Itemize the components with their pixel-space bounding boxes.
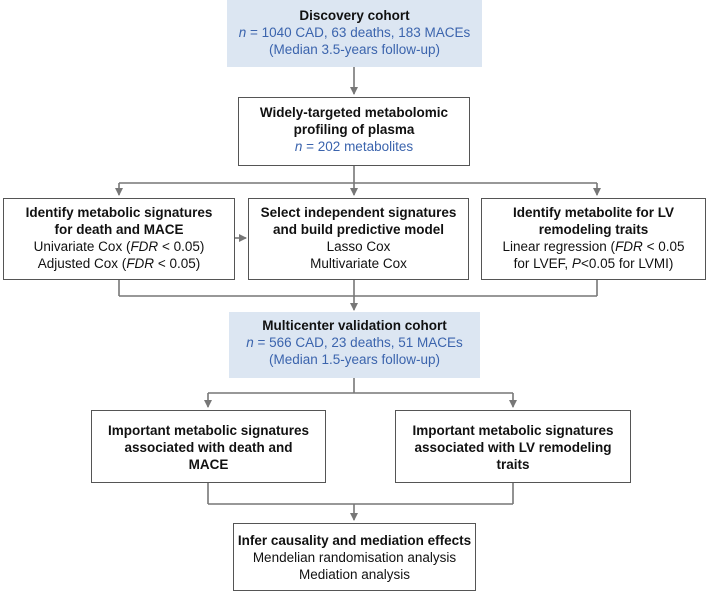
discovery-title: Discovery cohort	[299, 8, 410, 23]
important-death-line-1: Important metabolic signatures	[107, 423, 310, 438]
identify-title-2: for death and MACE	[54, 222, 184, 237]
profiling-box: Widely-targeted metabolomic profiling of…	[238, 97, 470, 166]
validation-followup: (Median 1.5-years follow-up)	[268, 352, 441, 367]
profiling-stats: n = 202 metabolites	[294, 139, 414, 154]
discovery-followup: (Median 3.5-years follow-up)	[268, 42, 441, 57]
important-death-line-3: MACE	[188, 457, 229, 472]
identify-line-1: Univariate Cox (FDR < 0.05)	[33, 239, 205, 254]
lv-title-2: remodeling traits	[538, 222, 649, 237]
discovery-stats: n = 1040 CAD, 63 deaths, 183 MACEs	[238, 25, 471, 40]
identify-line-2: Adjusted Cox (FDR < 0.05)	[37, 256, 201, 271]
select-line-2: Multivariate Cox	[310, 256, 407, 271]
identify-title-1: Identify metabolic signatures	[25, 205, 213, 220]
lv-line-2: for LVEF, P<0.05 for LVMI)	[513, 256, 674, 271]
select-title-2: and build predictive model	[272, 222, 445, 237]
important-lv-line-3: traits	[496, 457, 530, 472]
validation-cohort-box: Multicenter validation cohort n = 566 CA…	[229, 312, 480, 378]
select-signatures-box: Select independent signatures and build …	[248, 198, 469, 280]
causality-line-2: Mediation analysis	[298, 567, 411, 582]
profiling-title-1: Widely-targeted metabolomic	[259, 105, 449, 120]
select-title-1: Select independent signatures	[260, 205, 457, 220]
important-death-box: Important metabolic signatures associate…	[91, 410, 326, 483]
causality-title: Infer causality and mediation effects	[237, 533, 472, 548]
select-line-1: Lasso Cox	[326, 239, 391, 254]
lv-remodeling-box: Identify metabolite for LV remodeling tr…	[481, 198, 706, 280]
identify-signatures-box: Identify metabolic signatures for death …	[3, 198, 235, 280]
causality-line-1: Mendelian randomisation analysis	[252, 550, 457, 565]
lv-line-1: Linear regression (FDR < 0.05	[502, 239, 685, 254]
important-lv-line-2: associated with LV remodeling	[414, 440, 612, 455]
validation-title: Multicenter validation cohort	[262, 318, 447, 333]
profiling-title-2: profiling of plasma	[293, 122, 415, 137]
lv-title-1: Identify metabolite for LV	[512, 205, 674, 220]
validation-stats: n = 566 CAD, 23 deaths, 51 MACEs	[246, 335, 463, 350]
important-lv-line-1: Important metabolic signatures	[412, 423, 614, 438]
important-lv-box: Important metabolic signatures associate…	[395, 410, 631, 483]
causality-box: Infer causality and mediation effects Me…	[233, 523, 476, 591]
discovery-cohort-box: Discovery cohort n = 1040 CAD, 63 deaths…	[227, 0, 482, 67]
important-death-line-2: associated with death and	[124, 440, 293, 455]
